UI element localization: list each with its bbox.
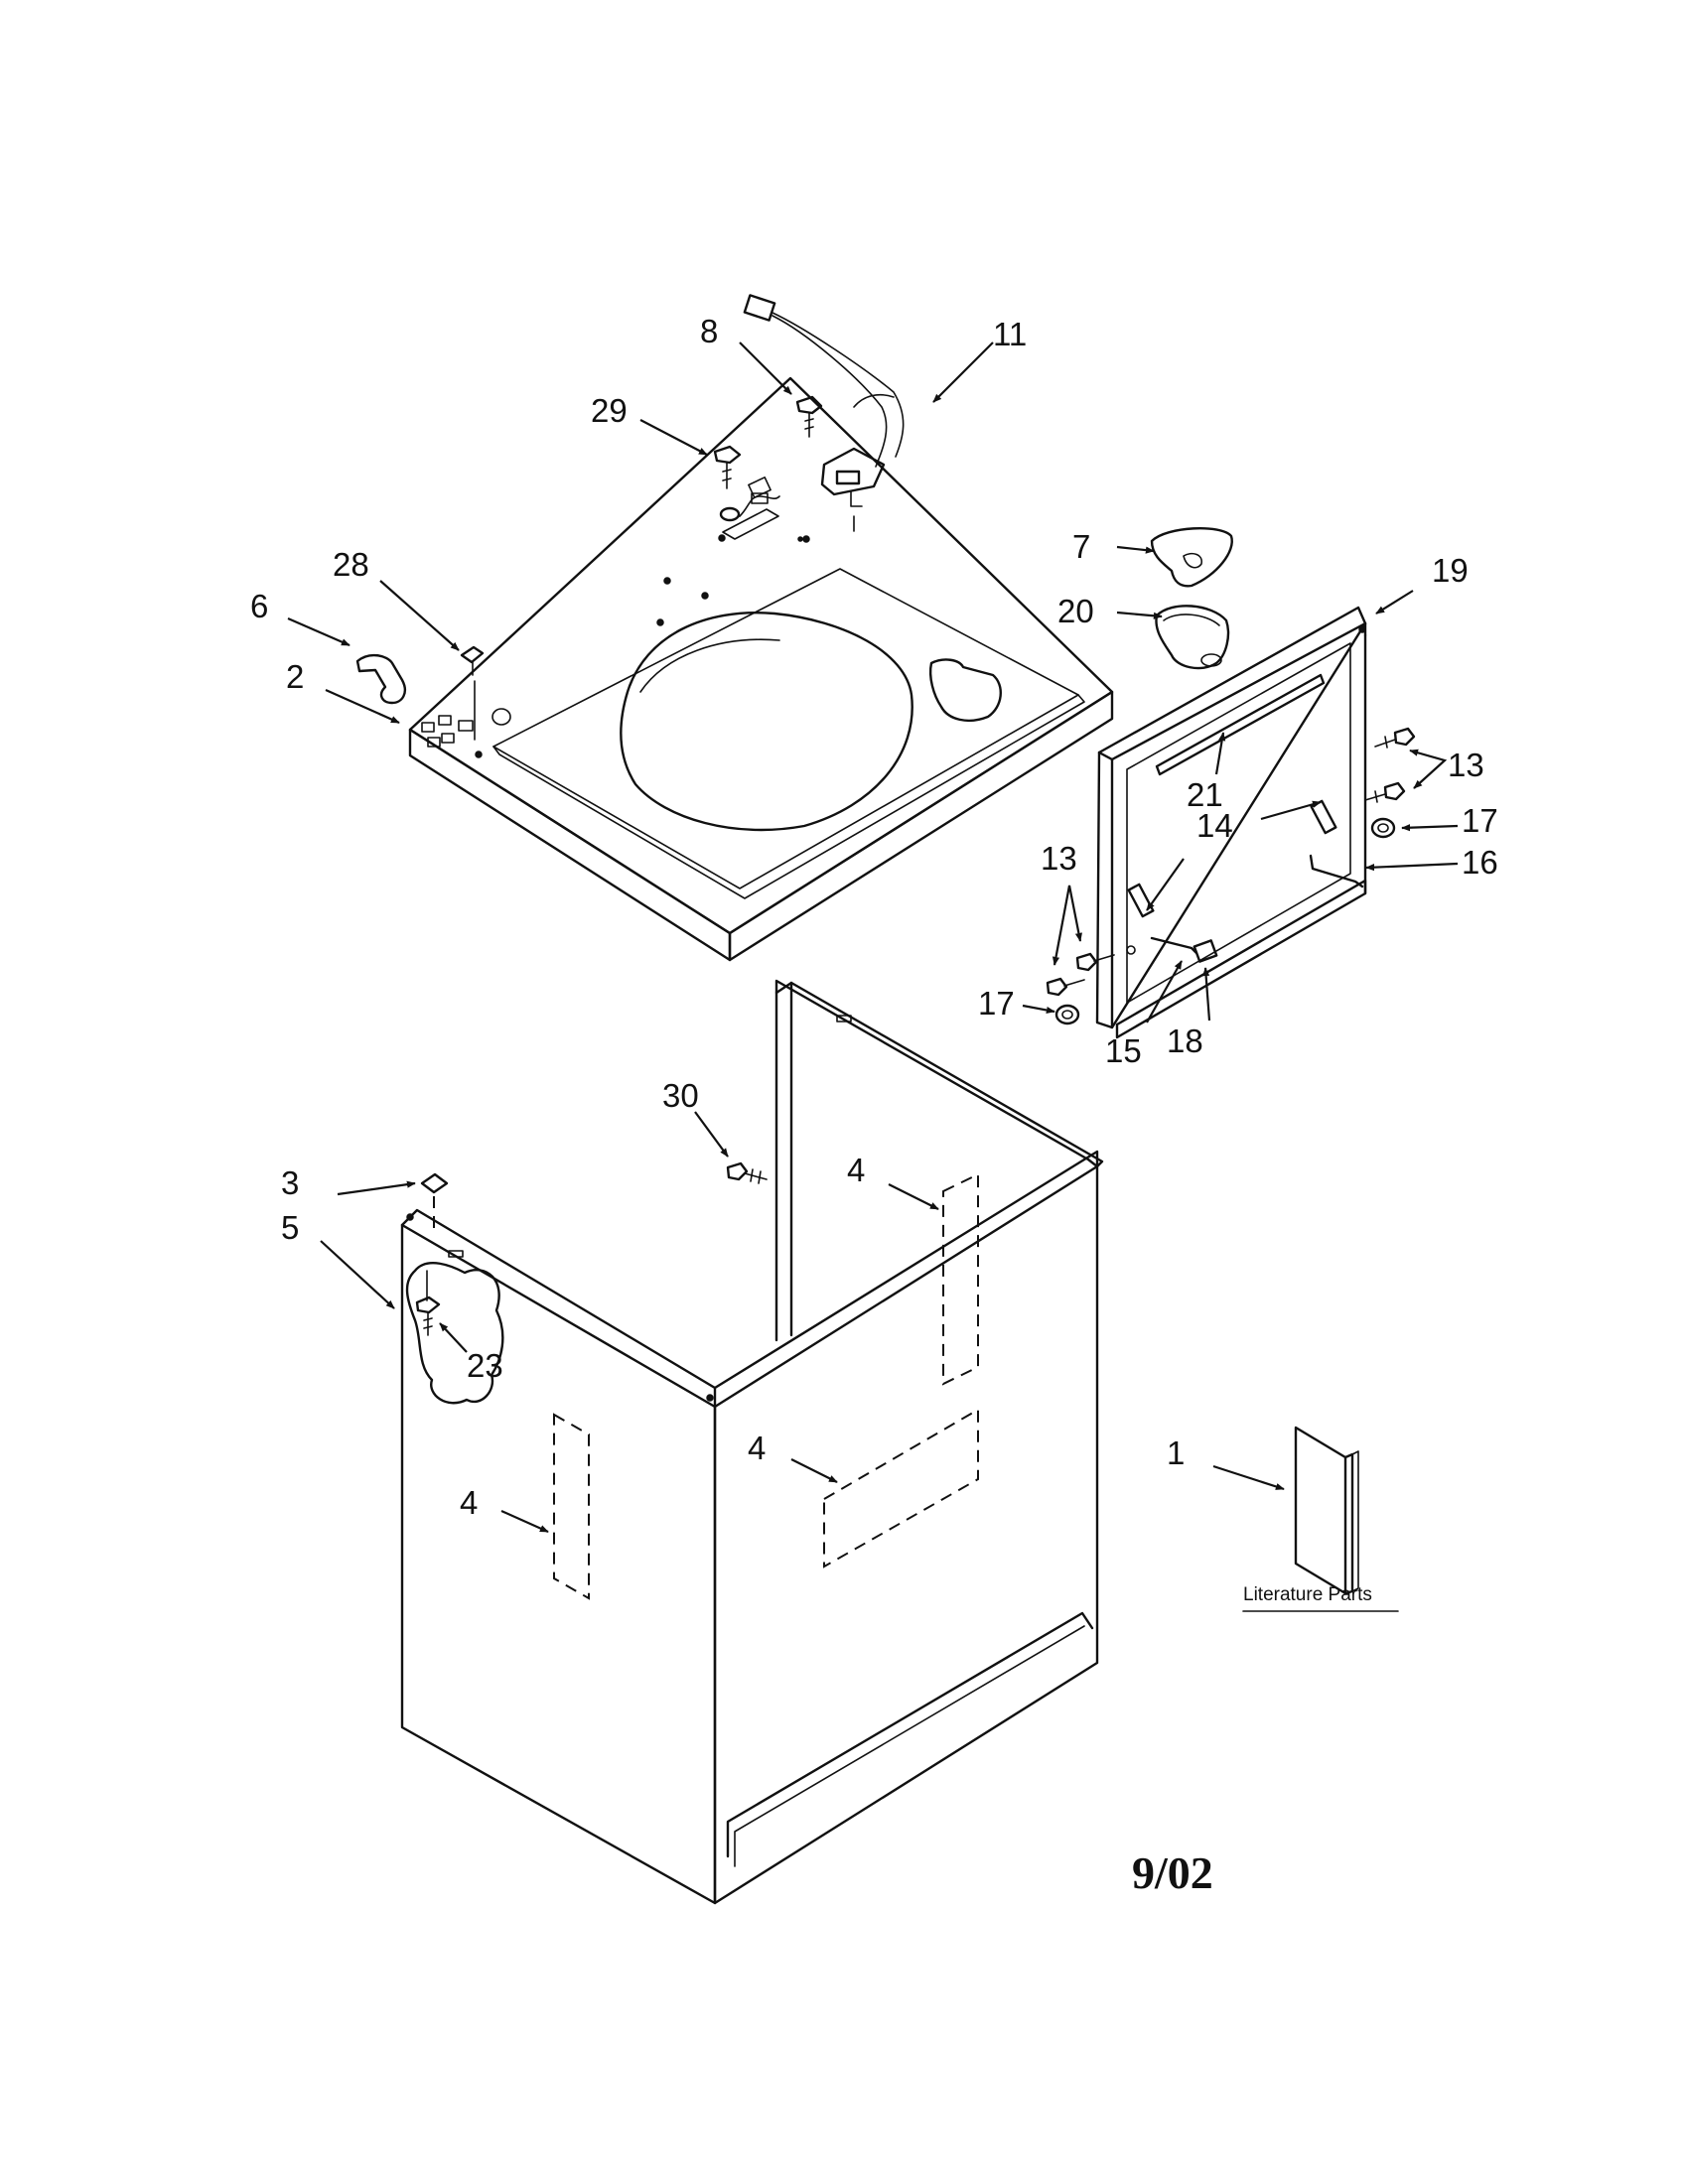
top-panel	[408, 376, 1114, 962]
literature-booklet	[1294, 1426, 1359, 1595]
callout-30: 30	[662, 1077, 699, 1114]
literature-parts-label: Literature Parts	[1243, 1584, 1372, 1605]
screw-29	[713, 445, 780, 522]
callout-6: 6	[250, 588, 268, 624]
cabinet	[400, 979, 1104, 1905]
callout-16: 16	[1462, 844, 1498, 881]
bleach-cover-7	[1150, 527, 1233, 588]
clip-6	[355, 653, 406, 705]
nut-17-right	[1370, 817, 1396, 839]
callout-20: 20	[1057, 593, 1094, 629]
nut-17-left	[1054, 1004, 1080, 1025]
screw-23	[415, 1270, 441, 1336]
clip-28	[460, 645, 485, 741]
screws-13-right	[1364, 727, 1416, 803]
callout-5: 5	[281, 1209, 299, 1246]
callout-4-left: 4	[460, 1484, 478, 1521]
bleach-cup-20	[1155, 605, 1230, 670]
revision-date: 9/02	[1132, 1847, 1213, 1898]
callout-3: 3	[281, 1164, 299, 1201]
clip-3	[420, 1172, 449, 1231]
callout-18: 18	[1167, 1023, 1203, 1059]
callout-4-top: 4	[847, 1152, 865, 1188]
callout-17-right: 17	[1462, 802, 1498, 839]
callout-28: 28	[333, 546, 369, 583]
callout-17-left: 17	[978, 985, 1015, 1022]
callout-7: 7	[1072, 528, 1090, 565]
callout-13-left: 13	[1041, 840, 1077, 877]
callout-15: 15	[1105, 1032, 1142, 1069]
lid	[1095, 606, 1367, 1039]
callout-8: 8	[700, 313, 718, 349]
screw-8	[795, 395, 823, 438]
screws-13-left	[1046, 952, 1115, 997]
callout-1: 1	[1167, 1434, 1185, 1471]
bumper-18	[1193, 939, 1218, 963]
callout-23: 23	[467, 1347, 503, 1384]
callout-14: 14	[1196, 807, 1233, 844]
callout-29: 29	[591, 392, 628, 429]
callout-13-right: 13	[1448, 747, 1484, 783]
callout-2: 2	[286, 658, 304, 695]
lid-switch-harness	[743, 294, 905, 532]
callout-19: 19	[1432, 552, 1469, 589]
callout-numbers: 11 8 29 28 6 2 7 20 19 21 14 13 17 16 13…	[250, 313, 1498, 1898]
callout-4-front: 4	[748, 1430, 766, 1466]
callout-11: 11	[993, 316, 1027, 352]
label-locations	[553, 1172, 979, 1600]
screw-30	[726, 1161, 768, 1184]
cabinet-cutaway	[405, 1261, 504, 1405]
callout-arrows	[287, 341, 1459, 1534]
callout-21: 21	[1187, 776, 1223, 813]
